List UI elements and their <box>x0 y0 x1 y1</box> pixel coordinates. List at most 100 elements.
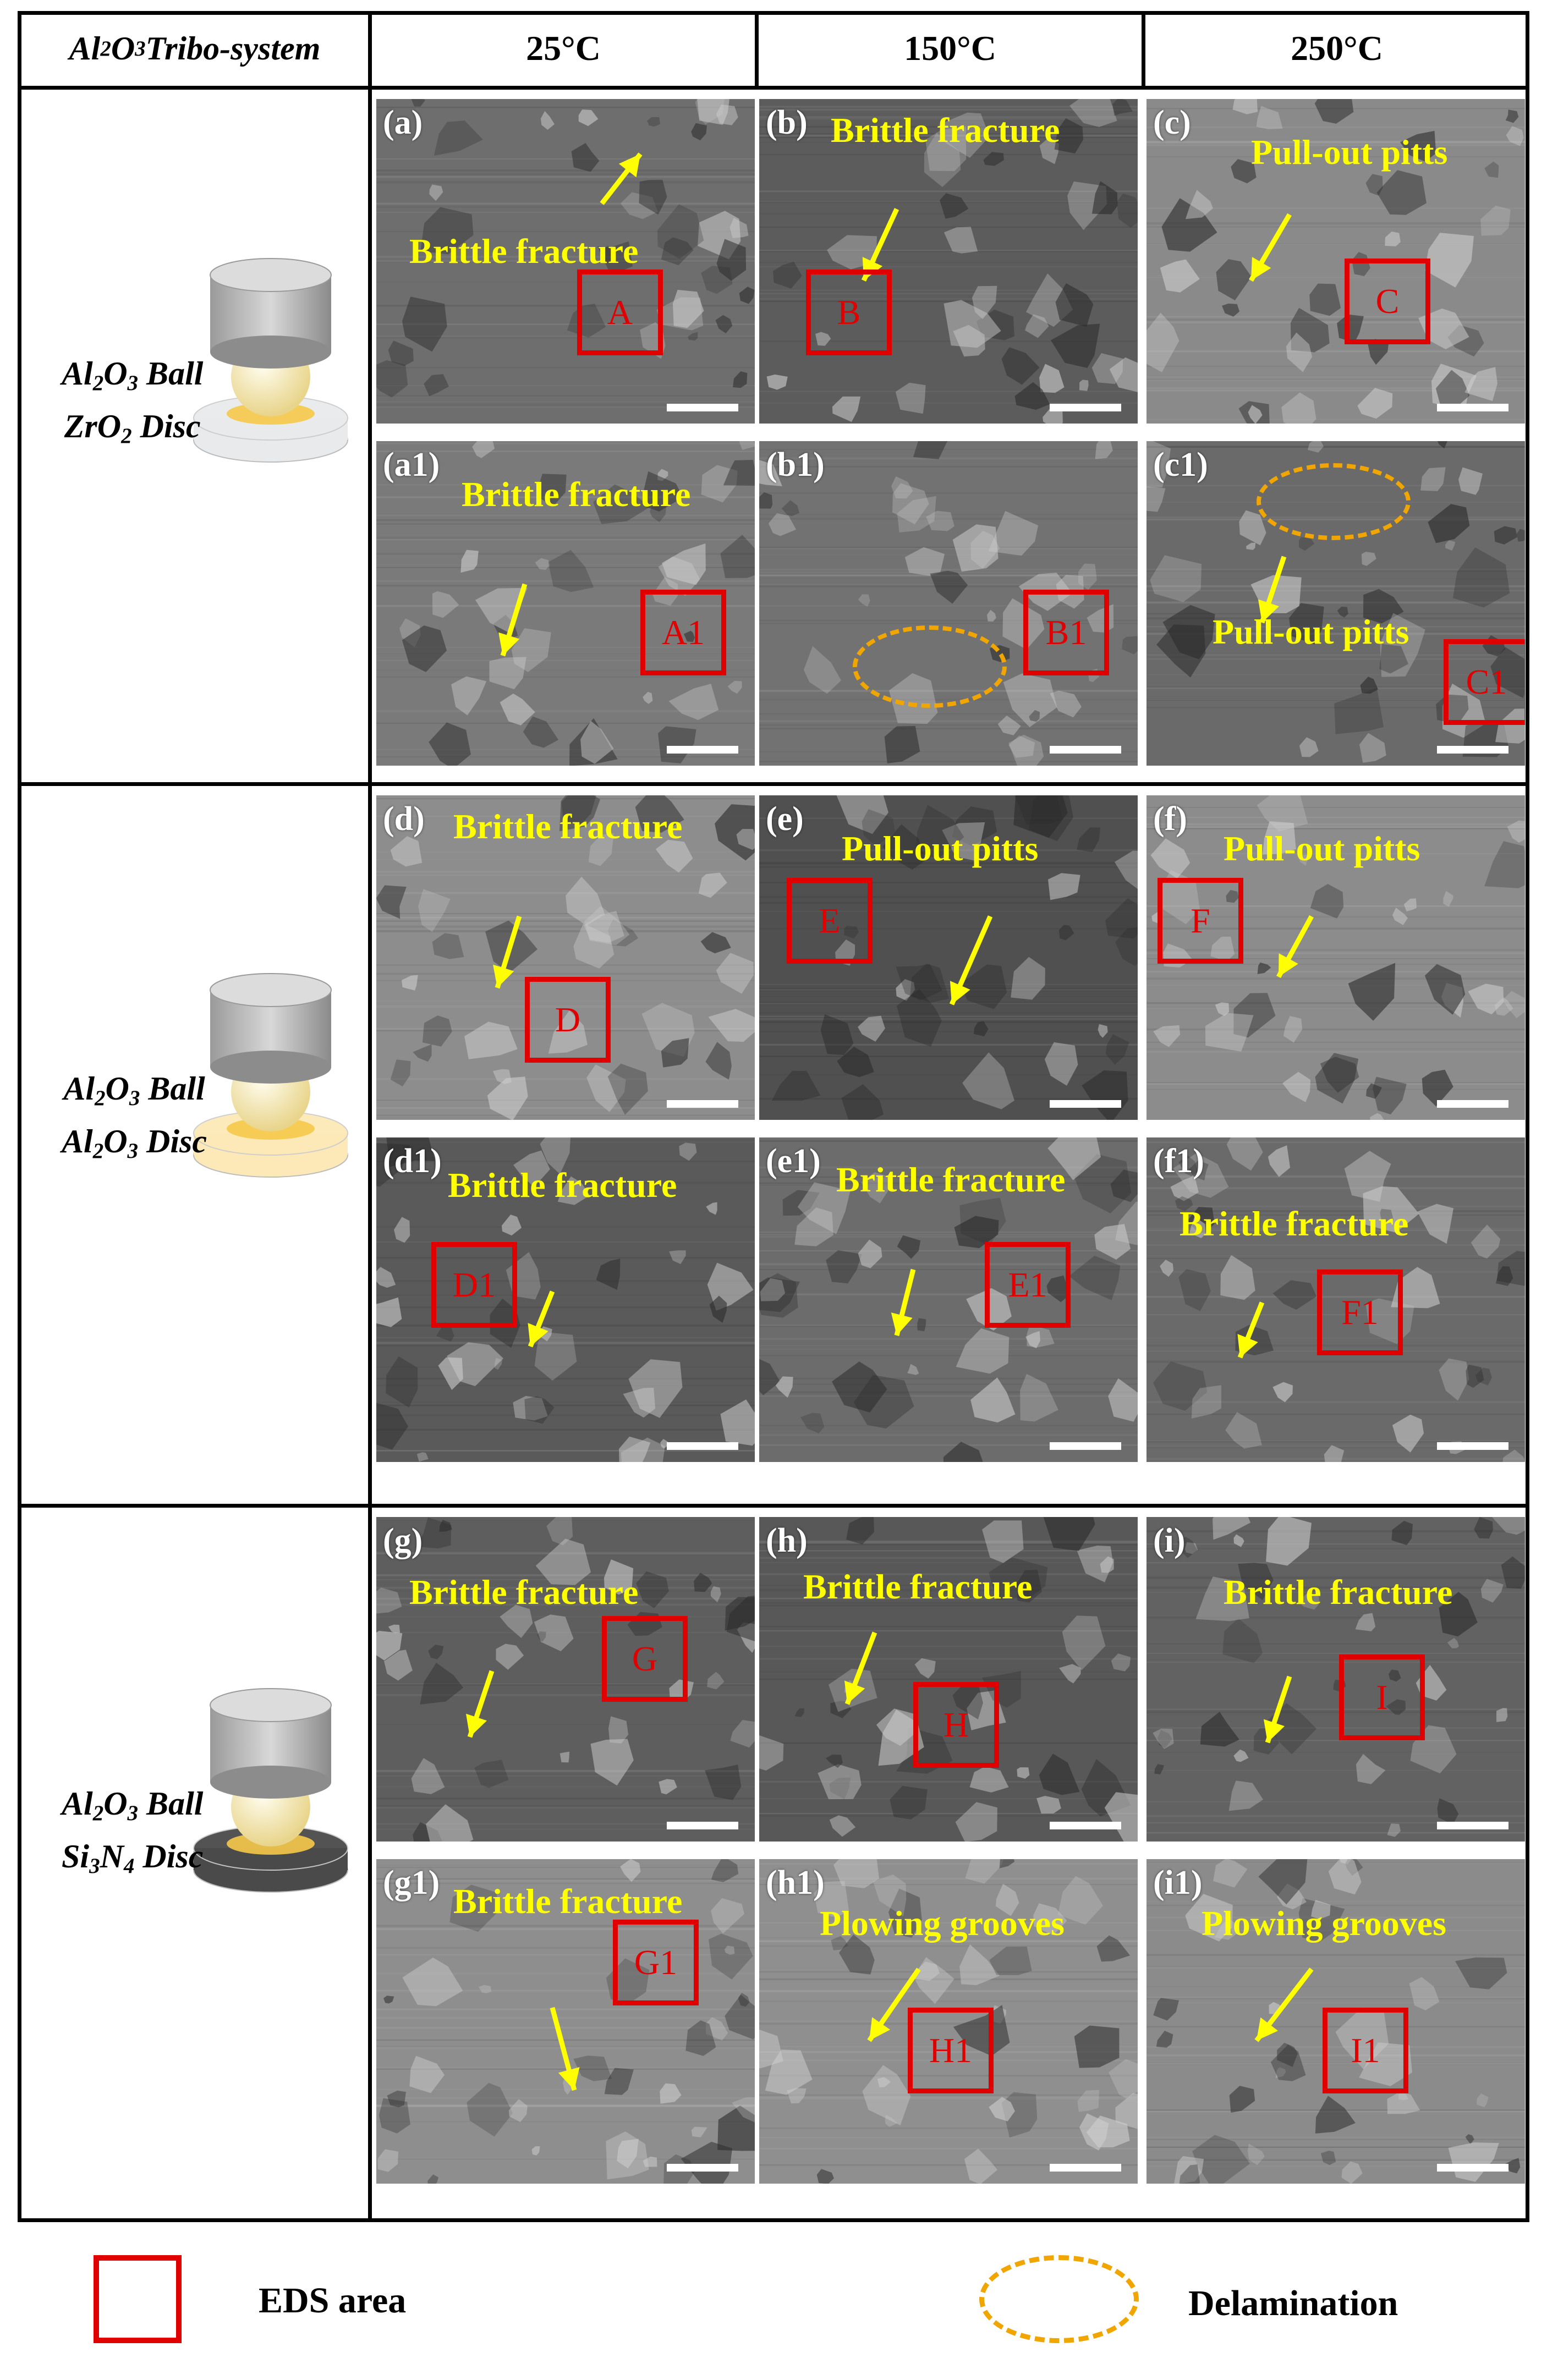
sem-texture <box>759 99 1138 424</box>
eds-area-box: E1 <box>985 1242 1071 1328</box>
scale-bar <box>667 1442 738 1450</box>
header-temp-250: 250°C <box>1291 29 1383 68</box>
panel-label: (a) <box>383 104 423 141</box>
formula-part: Ball <box>138 355 204 392</box>
col-rule-3 <box>1142 11 1145 86</box>
formula-part: 3 <box>127 1801 139 1825</box>
formula-part: 2 <box>92 371 104 395</box>
ball-on-disc-icon <box>183 957 359 1199</box>
formula-part: 2 <box>92 1801 104 1825</box>
eds-area-box: E <box>787 878 873 964</box>
scale-bar <box>1050 2164 1121 2172</box>
eds-area-box: B <box>806 270 892 355</box>
panel-annotation: Brittle fracture <box>836 1160 1066 1199</box>
sem-texture <box>376 1137 755 1462</box>
scale-bar <box>1437 1822 1508 1829</box>
scale-bar <box>1050 1822 1121 1829</box>
panel-label: (d) <box>383 800 425 838</box>
scale-bar <box>667 1822 738 1829</box>
panel-label: (h) <box>766 1522 808 1559</box>
eds-area-box: F <box>1157 878 1243 964</box>
formula-part: 2 <box>92 1139 104 1163</box>
panel-annotation: Pull-out pitts <box>1224 829 1420 868</box>
eds-area-box: A <box>577 270 663 355</box>
formula-part: O <box>103 1123 128 1159</box>
legend-delamination-oval <box>979 2255 1139 2343</box>
row-rule-2 <box>18 1504 1529 1508</box>
panel-annotation: Brittle fracture <box>409 232 639 271</box>
sem-texture <box>376 1517 755 1842</box>
formula-part: Si <box>62 1838 90 1875</box>
sem-texture <box>759 795 1138 1120</box>
scale-bar <box>667 2164 738 2172</box>
formula-part: N <box>100 1838 124 1875</box>
scale-bar <box>667 1100 738 1108</box>
formula-part: O <box>105 1070 129 1107</box>
ball-on-disc-icon <box>183 242 359 484</box>
scale-bar <box>1437 746 1508 754</box>
formula-part: 3 <box>127 1139 139 1163</box>
panel-label: (h1) <box>766 1864 825 1901</box>
ball-material: Al2O3 Ball <box>62 1067 207 1120</box>
formula-part: Ball <box>140 1070 205 1107</box>
panel-annotation: Pull-out pitts <box>1213 612 1409 651</box>
eds-area-box: C1 <box>1444 639 1525 725</box>
eds-area-box: H1 <box>908 2008 994 2093</box>
panel-label: (c1) <box>1153 446 1208 483</box>
formula-part: Disc <box>134 1838 204 1875</box>
panel-label: (d1) <box>383 1142 442 1180</box>
formula-part: Ball <box>138 1785 204 1822</box>
ball-material: Al2O3 Ball <box>62 352 203 405</box>
scale-bar <box>1050 404 1121 411</box>
panel-label: (g1) <box>383 1864 440 1901</box>
panel-annotation: Brittle fracture <box>448 1166 677 1205</box>
panel-annotation: Brittle fracture <box>803 1567 1033 1606</box>
eds-area-box: C <box>1345 259 1430 344</box>
sem-texture <box>376 441 755 766</box>
sem-texture <box>376 99 755 424</box>
sem-texture <box>1146 1859 1525 2184</box>
sem-texture <box>376 1859 755 2184</box>
panel-label: (e1) <box>766 1142 821 1180</box>
disc-material: Al2O3 Disc <box>62 1120 207 1173</box>
table-frame <box>18 11 1529 2222</box>
scale-bar <box>1437 404 1508 411</box>
eds-area-box: I1 <box>1323 2008 1408 2093</box>
formula-part: 4 <box>123 1854 135 1878</box>
delamination-oval <box>1257 463 1411 540</box>
panel-label: (i) <box>1153 1522 1186 1559</box>
scale-bar <box>1437 2164 1508 2172</box>
formula-part: Al <box>62 1785 93 1822</box>
sem-texture <box>376 795 755 1120</box>
panel-label: (f1) <box>1153 1142 1204 1180</box>
panel-annotation: Brittle fracture <box>409 1573 639 1612</box>
eds-area-box: H <box>913 1682 999 1768</box>
eds-area-box: D1 <box>431 1242 517 1328</box>
eds-area-box: I <box>1339 1655 1425 1740</box>
panel-label: (c) <box>1153 104 1191 141</box>
col-rule-1 <box>368 11 372 2222</box>
panel-annotation: Brittle fracture <box>453 807 683 846</box>
formula-part: Al <box>62 355 93 392</box>
sem-texture <box>1146 99 1525 424</box>
sem-texture <box>1146 1137 1525 1462</box>
panel-annotation: Brittle fracture <box>831 111 1060 150</box>
panel-annotation: Brittle fracture <box>453 1882 683 1921</box>
panel-label: (e) <box>766 800 804 838</box>
formula-part: 3 <box>89 1854 100 1878</box>
header-temp-150: 150°C <box>904 29 996 68</box>
formula-part: Al <box>63 1070 95 1107</box>
